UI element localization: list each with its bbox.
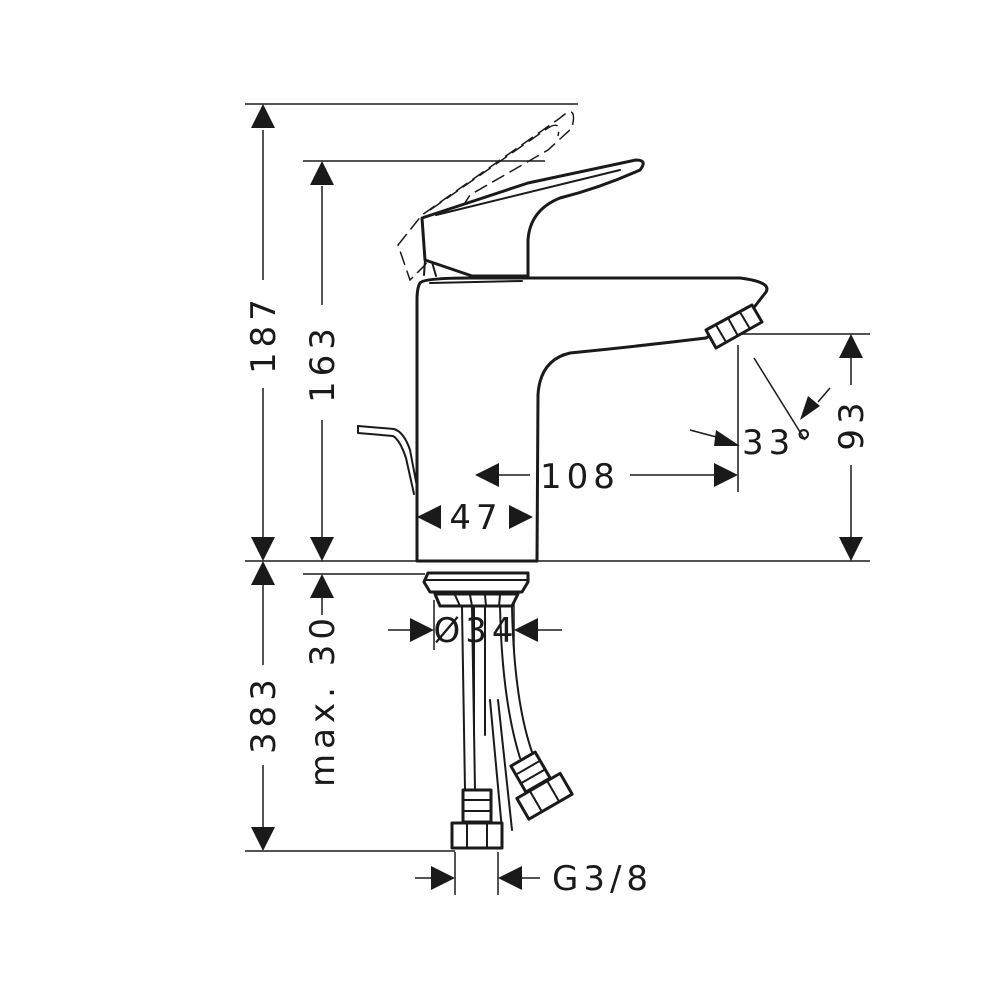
hose-left — [461, 606, 476, 791]
dimension-labels: 187 163 383 max. 30 93 108 47 Ø34 33° G3… — [244, 294, 872, 899]
drain-rod — [357, 425, 419, 493]
base-plate — [422, 571, 530, 594]
dim-base-diameter: 47 — [449, 498, 502, 538]
dim-spout-reach: 108 — [540, 457, 620, 497]
extension-lines — [245, 103, 870, 895]
faucet-body — [415, 276, 769, 563]
hose-connector-left — [450, 788, 504, 850]
dim-spout-clearance: 93 — [832, 397, 872, 450]
fixing-nut — [433, 592, 520, 608]
dim-spray-angle: 33° — [742, 423, 817, 463]
dimension-lines — [251, 104, 863, 890]
hose-right — [499, 606, 533, 759]
aerator — [704, 303, 764, 350]
dim-spout-height: 163 — [303, 323, 343, 403]
faucet-outline — [357, 111, 769, 850]
lever — [420, 158, 645, 278]
hose-connector-right — [509, 750, 574, 821]
dim-max-thickness: max. 30 — [303, 613, 343, 787]
dim-total-height: 187 — [244, 294, 284, 374]
dim-connection-thread: G3/8 — [552, 859, 653, 899]
dim-pipe-length: 383 — [244, 674, 284, 754]
dim-mounting-hole: Ø34 — [433, 611, 518, 651]
